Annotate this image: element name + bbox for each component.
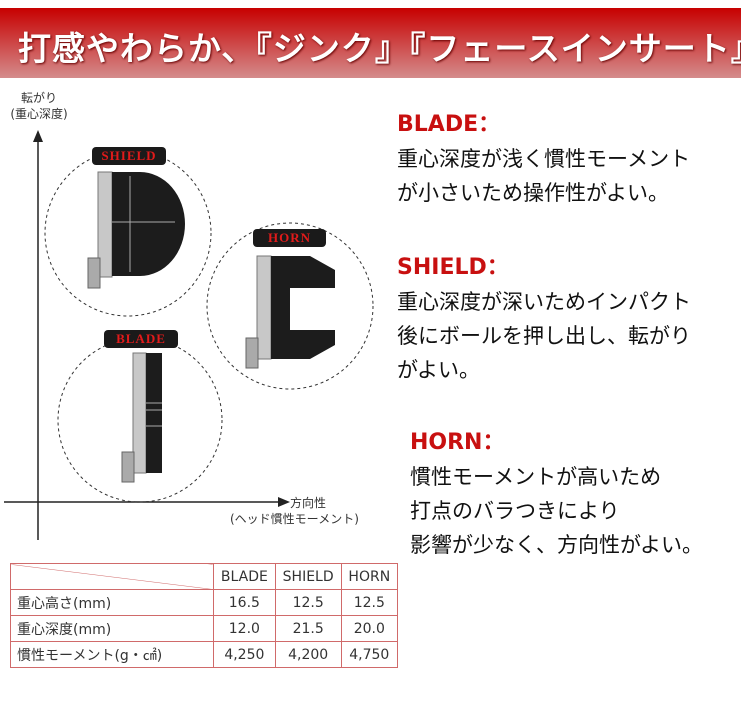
- table-cell: 重心深度(mm): [10, 615, 214, 642]
- table-cell: 慣性モーメント(g・㎠): [10, 641, 214, 668]
- blade-badge: BLADE: [104, 330, 178, 348]
- description-line: 慣性モーメントが高いため: [410, 465, 662, 489]
- description-line: 重心深度が深いためインパクト: [397, 290, 691, 314]
- y-axis-label-line1: 転がり: [20, 91, 57, 105]
- table-header: SHIELD: [274, 563, 342, 590]
- description-line: 後にボールを押し出し、転がり: [397, 324, 691, 348]
- table-cell: 4,750: [340, 641, 399, 668]
- description-title: BLADE：: [397, 112, 501, 137]
- horn-description: HORN： 慣性モーメントが高いため 打点のバラつきにより 影響が少なく、方向性…: [410, 426, 703, 562]
- horn-putter-icon: [245, 255, 335, 369]
- table-header: BLADE: [213, 563, 276, 590]
- table-cell: 16.5: [213, 589, 276, 616]
- table-row: 重心高さ(mm) 16.5 12.5 12.5: [10, 589, 399, 616]
- horn-circle: [206, 222, 374, 390]
- y-axis-label: 転がり (重心深度): [4, 90, 74, 122]
- description-title: SHIELD：: [397, 255, 509, 280]
- header-banner: 打感やわらか、『ジンク』『フェースインサート』: [0, 8, 741, 78]
- y-axis-arrow-icon: [33, 130, 43, 142]
- table-row: 慣性モーメント(g・㎠) 4,250 4,200 4,750: [10, 641, 399, 668]
- table-cell: 12.5: [340, 589, 399, 616]
- shield-putter-icon: [87, 171, 185, 289]
- putter-diagram: [4, 130, 374, 540]
- description-title: HORN：: [410, 430, 505, 455]
- x-axis-arrow-icon: [278, 497, 290, 507]
- description-line: が小さいため操作性がよい。: [397, 181, 669, 205]
- table-cell: 重心高さ(mm): [10, 589, 214, 616]
- description-line: がよい。: [397, 358, 480, 382]
- description-line: 影響が少なく、方向性がよい。: [410, 533, 703, 557]
- description-line: 打点のバラつきにより: [410, 499, 620, 523]
- blade-description: BLADE： 重心深度が浅く慣性モーメント が小さいため操作性がよい。: [397, 108, 690, 210]
- table-corner-cell: [10, 563, 214, 590]
- x-axis-label-line2: (ヘッド慣性モーメント): [230, 512, 359, 526]
- table-cell: 4,200: [274, 641, 342, 668]
- page-title: 打感やわらか、『ジンク』『フェースインサート』: [18, 29, 741, 68]
- x-axis-label: 方向性 (ヘッド慣性モーメント): [230, 495, 390, 527]
- table-cell: 20.0: [340, 615, 399, 642]
- spec-table: BLADE SHIELD HORN 重心高さ(mm) 16.5 12.5 12.…: [10, 563, 399, 668]
- x-axis-label-line1: 方向性: [290, 496, 327, 510]
- shield-description: SHIELD： 重心深度が深いためインパクト 後にボールを押し出し、転がり がよ…: [397, 251, 691, 387]
- y-axis-label-line2: (重心深度): [10, 107, 68, 121]
- horn-badge: HORN: [253, 229, 326, 247]
- table-header-row: BLADE SHIELD HORN: [10, 563, 399, 590]
- table-header: HORN: [340, 563, 399, 590]
- description-line: 重心深度が浅く慣性モーメント: [397, 147, 691, 171]
- table-row: 重心深度(mm) 12.0 21.5 20.0: [10, 615, 399, 642]
- table-cell: 21.5: [274, 615, 342, 642]
- blade-putter-icon: [121, 352, 162, 483]
- table-cell: 4,250: [213, 641, 276, 668]
- table-cell: 12.5: [274, 589, 342, 616]
- shield-badge: SHIELD: [92, 147, 166, 165]
- table-cell: 12.0: [213, 615, 276, 642]
